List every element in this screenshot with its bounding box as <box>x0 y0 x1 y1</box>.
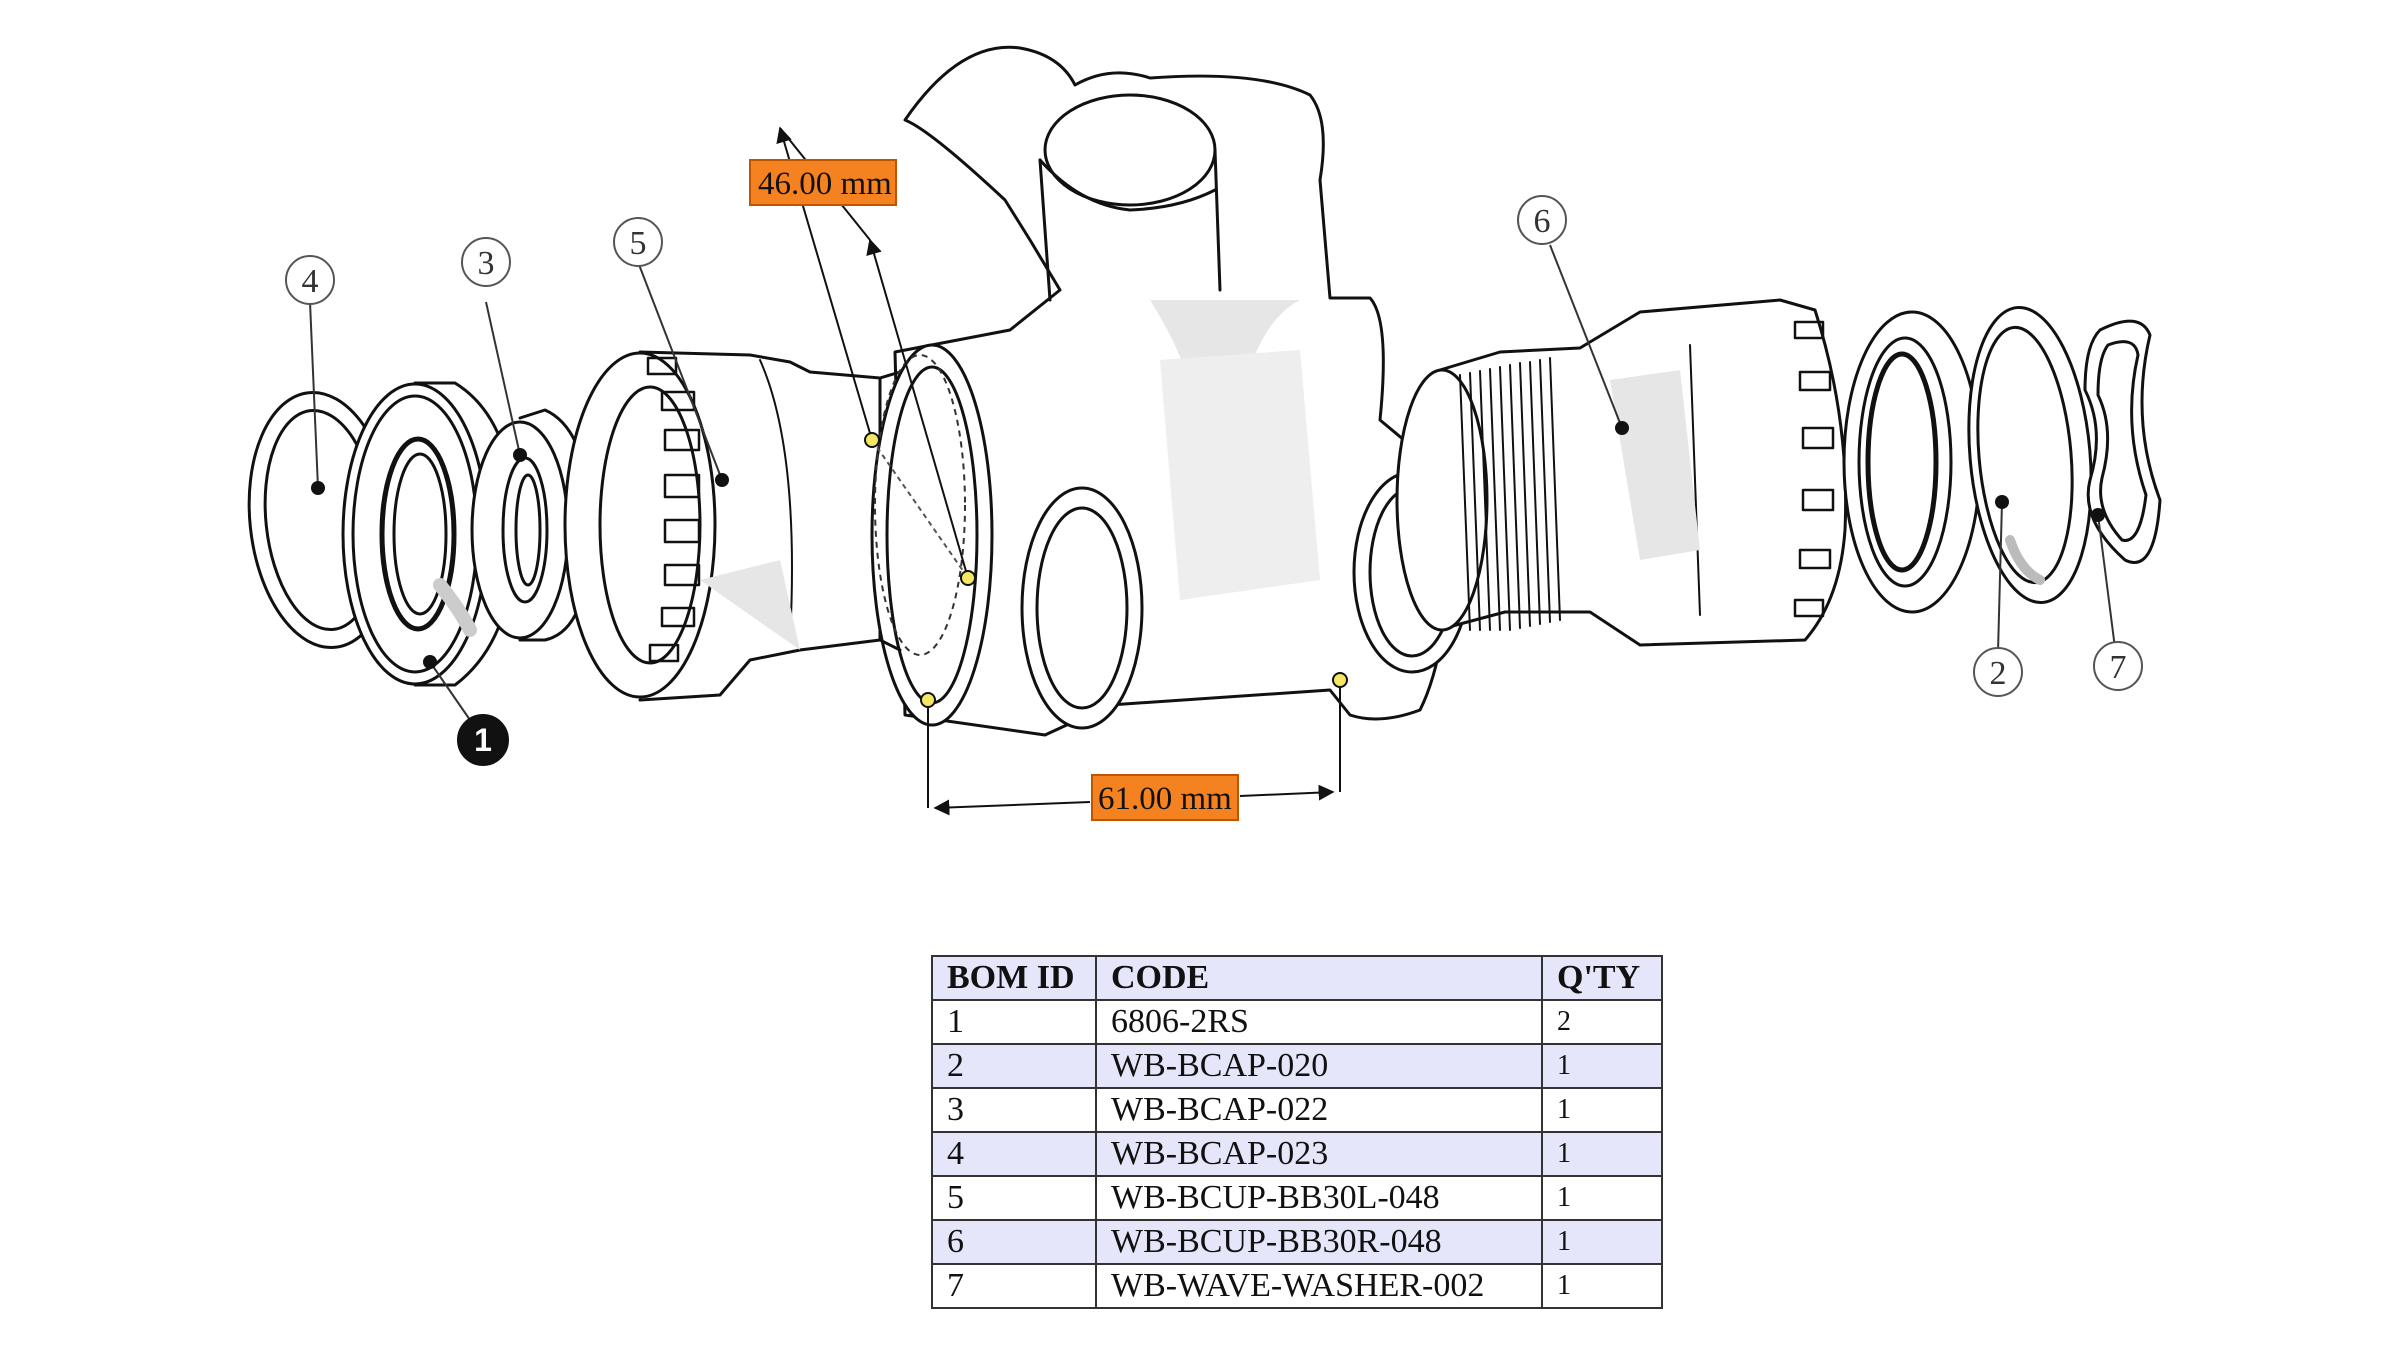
dimension-diameter <box>776 126 976 656</box>
svg-text:3: 3 <box>478 245 495 282</box>
table-row[interactable]: 3 WB-BCAP-022 1 <box>931 1087 1663 1133</box>
table-row[interactable]: 6 WB-BCUP-BB30R-048 1 <box>931 1219 1663 1265</box>
bom-cell-id: 6 <box>931 1219 1097 1265</box>
part-7-wave-washer <box>2083 319 2162 564</box>
svg-text:5: 5 <box>630 225 647 262</box>
table-row[interactable]: 2 WB-BCAP-020 1 <box>931 1043 1663 1089</box>
bom-header-id: BOM ID <box>931 955 1097 1001</box>
svg-text:7: 7 <box>2110 649 2127 686</box>
table-row[interactable]: 7 WB-WAVE-WASHER-002 1 <box>931 1263 1663 1309</box>
bom-cell-code: WB-WAVE-WASHER-002 <box>1095 1263 1543 1309</box>
leader-lines <box>309 244 2116 721</box>
bom-cell-id: 4 <box>931 1131 1097 1177</box>
svg-text:1: 1 <box>474 722 492 758</box>
callout-1-selected[interactable]: 1 <box>457 714 509 766</box>
dimension-label-width[interactable]: 61.00 mm <box>1091 774 1239 821</box>
bom-header-qty: Q'TY <box>1541 955 1663 1001</box>
bom-cell-qty: 1 <box>1541 1131 1663 1177</box>
bottom-bracket-shell <box>870 45 1472 737</box>
bom-cell-code: WB-BCUP-BB30R-048 <box>1095 1219 1543 1265</box>
bom-cell-id: 2 <box>931 1043 1097 1089</box>
svg-text:61.00 mm: 61.00 mm <box>1098 781 1232 817</box>
svg-text:4: 4 <box>302 263 319 300</box>
part-5-left-cup <box>563 350 882 702</box>
bom-cell-code: 6806-2RS <box>1095 999 1543 1045</box>
callout-4[interactable]: 4 <box>285 255 335 305</box>
callout-3[interactable]: 3 <box>461 237 511 287</box>
table-row[interactable]: 5 WB-BCUP-BB30L-048 1 <box>931 1175 1663 1221</box>
part-1-bearing-right <box>1842 310 1982 614</box>
bom-cell-id: 1 <box>931 999 1097 1045</box>
bom-cell-qty: 1 <box>1541 1219 1663 1265</box>
table-row[interactable]: 4 WB-BCAP-023 1 <box>931 1131 1663 1177</box>
bom-cell-qty: 1 <box>1541 1175 1663 1221</box>
dimension-width <box>920 672 1348 816</box>
dimension-label-diameter[interactable]: 46.00 mm <box>749 159 897 206</box>
bom-cell-code: WB-BCAP-022 <box>1095 1087 1543 1133</box>
part-2-cap <box>1967 305 2093 605</box>
bom-header-row: BOM ID CODE Q'TY <box>931 955 1663 1001</box>
exploded-assembly-diagram: 4 3 5 6 2 7 1 46.00 mm <box>247 45 2162 821</box>
part-6-right-cup <box>1395 298 1848 647</box>
bom-cell-id: 7 <box>931 1263 1097 1309</box>
bom-cell-code: WB-BCUP-BB30L-048 <box>1095 1175 1543 1221</box>
callout-6[interactable]: 6 <box>1517 195 1567 245</box>
callout-2[interactable]: 2 <box>1973 647 2023 697</box>
svg-text:2: 2 <box>1990 655 2007 692</box>
bom-cell-id: 5 <box>931 1175 1097 1221</box>
bom-table: BOM ID CODE Q'TY 1 6806-2RS 2 2 WB-BCAP-… <box>931 955 1663 1309</box>
svg-text:6: 6 <box>1534 203 1551 240</box>
bom-cell-qty: 1 <box>1541 1043 1663 1089</box>
callout-5[interactable]: 5 <box>613 217 663 267</box>
leader-dots <box>311 421 2105 669</box>
svg-text:46.00 mm: 46.00 mm <box>758 166 892 202</box>
table-row[interactable]: 1 6806-2RS 2 <box>931 999 1663 1045</box>
bom-cell-id: 3 <box>931 1087 1097 1133</box>
bom-cell-code: WB-BCAP-020 <box>1095 1043 1543 1089</box>
bom-header-code: CODE <box>1095 955 1543 1001</box>
callout-7[interactable]: 7 <box>2093 641 2143 691</box>
bom-cell-qty: 1 <box>1541 1263 1663 1309</box>
bom-cell-code: WB-BCAP-023 <box>1095 1131 1543 1177</box>
bom-cell-qty: 1 <box>1541 1087 1663 1133</box>
bom-cell-qty: 2 <box>1541 999 1663 1045</box>
